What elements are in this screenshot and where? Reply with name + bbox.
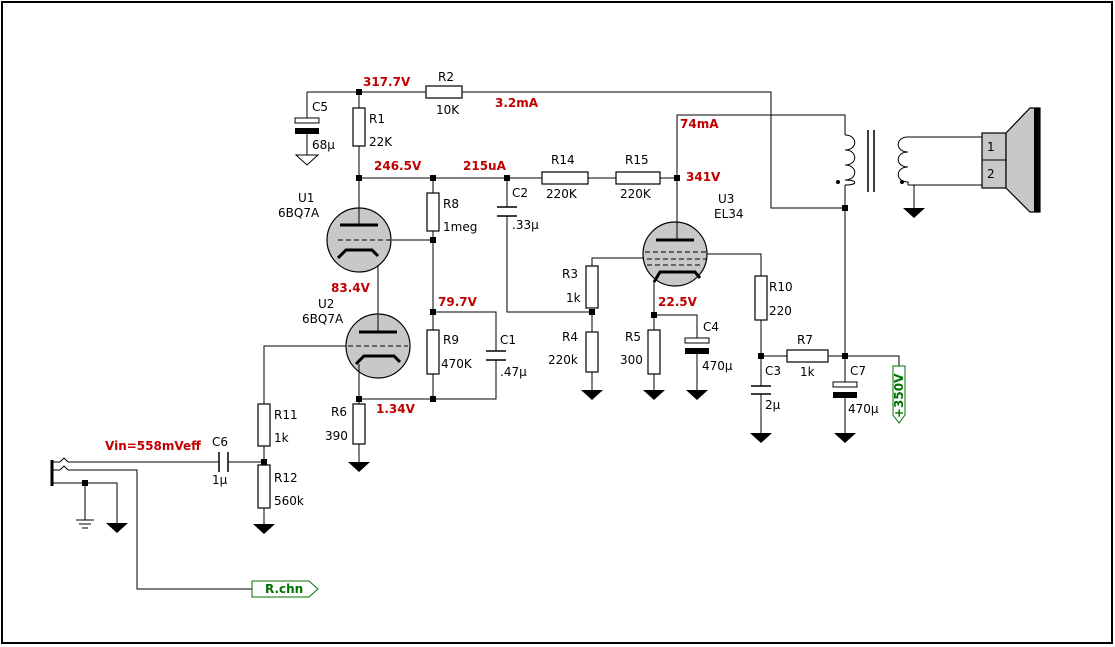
r6-ref: R6	[331, 405, 347, 419]
resistor-r4	[585, 331, 599, 373]
r10-value: 220	[769, 304, 792, 318]
r9-value: 470K	[441, 357, 473, 371]
resistor-r10	[754, 275, 768, 321]
r8-ref: R8	[443, 197, 459, 211]
annotation-v-u2-cathode: 1.34V	[376, 402, 416, 416]
u1-ref: U1	[298, 191, 314, 205]
annotation-i-r2: 3.2mA	[495, 96, 539, 110]
c2-ref: C2	[512, 186, 528, 200]
r10-ref: R10	[769, 280, 793, 294]
component-labels: C5 68µ R1 22K R2 10K R14 220K R15 220K C…	[212, 70, 879, 508]
c4-value: 470µ	[702, 359, 733, 373]
u2-ref: U2	[318, 297, 334, 311]
c1-ref: C1	[500, 333, 516, 347]
resistor-r6	[352, 403, 366, 445]
resistor-r2	[425, 85, 463, 99]
annotation-v-supply: 317.7V	[363, 75, 411, 89]
speaker-pin-2: 2	[987, 167, 995, 181]
resistor-r8	[426, 192, 440, 232]
r1-ref: R1	[369, 112, 385, 126]
r2-ref: R2	[438, 70, 454, 84]
port-supply	[892, 365, 906, 424]
port-right-channel	[251, 580, 319, 598]
u1-value: 6BQ7A	[278, 206, 320, 220]
u3-value: EL34	[714, 207, 744, 221]
r3-value: 1k	[566, 291, 581, 305]
c3-ref: C3	[765, 364, 781, 378]
annotation-v-u1-cathode: 83.4V	[331, 281, 371, 295]
resistor-r1	[352, 107, 366, 147]
r12-ref: R12	[274, 471, 298, 485]
r6-value: 390	[325, 429, 348, 443]
r11-ref: R11	[274, 408, 298, 422]
c2-value: .33µ	[512, 218, 539, 232]
resistor-r7	[786, 349, 829, 363]
r8-value: 1meg	[443, 220, 477, 234]
tube-u1	[326, 207, 392, 273]
annotation-i-u3: 74mA	[680, 117, 719, 131]
resistor-r5	[647, 329, 661, 375]
tube-u3	[642, 215, 708, 295]
annotation-v-u3-grid2: 341V	[686, 170, 721, 184]
r15-ref: R15	[625, 153, 649, 167]
port-supply-label: +350V	[892, 373, 906, 418]
speaker-pin-1: 1	[987, 140, 995, 154]
annotation-v-u2-plate: 79.7V	[438, 295, 478, 309]
output-transformer	[836, 130, 909, 192]
resistor-r12	[257, 464, 271, 509]
c5-ref: C5	[312, 100, 328, 114]
r7-value: 1k	[800, 365, 815, 379]
r12-value: 560k	[274, 494, 304, 508]
u2-value: 6BQ7A	[302, 312, 344, 326]
speaker	[981, 107, 1041, 213]
r15-value: 220K	[620, 187, 652, 201]
c6-ref: C6	[212, 435, 228, 449]
ground-symbols	[76, 154, 925, 534]
resistor-r9	[426, 329, 440, 375]
c6-value: 1µ	[212, 473, 228, 487]
annotation-v-in: Vin=558mVeff	[105, 439, 201, 453]
u3-ref: U3	[718, 192, 734, 206]
junctions	[82, 89, 848, 486]
capacitor-c7	[832, 381, 858, 398]
resistor-r3	[585, 265, 599, 309]
r14-ref: R14	[551, 153, 575, 167]
resistor-r14	[541, 171, 589, 185]
wires	[70, 91, 982, 590]
capacitor-c6	[218, 452, 229, 472]
port-right-channel-label: R.chn	[265, 582, 303, 596]
resistor-r15	[615, 171, 661, 185]
c4-ref: C4	[703, 320, 719, 334]
c1-value: .47µ	[500, 365, 527, 379]
capacitor-c3	[751, 385, 771, 395]
c5-value: 68µ	[312, 138, 335, 152]
c7-value: 470µ	[848, 402, 879, 416]
input-jack	[50, 457, 72, 486]
r9-ref: R9	[443, 333, 459, 347]
capacitor-c5	[294, 117, 320, 134]
r7-ref: R7	[797, 333, 813, 347]
r3-ref: R3	[562, 267, 578, 281]
r4-value: 220k	[548, 353, 578, 367]
capacitor-c4	[684, 337, 710, 354]
r2-value: 10K	[436, 103, 460, 117]
capacitor-c2	[497, 206, 517, 217]
r4-ref: R4	[562, 330, 578, 344]
tube-u2	[345, 313, 411, 379]
annotation-i-div: 215uA	[463, 159, 507, 173]
r11-value: 1k	[274, 431, 289, 445]
r14-value: 220K	[546, 187, 578, 201]
annotation-v-u1-plate: 246.5V	[374, 159, 422, 173]
resistor-r11	[257, 403, 271, 447]
annotation-v-u3-cathode: 22.5V	[658, 295, 698, 309]
c3-value: 2µ	[765, 398, 781, 412]
capacitor-c1	[486, 350, 506, 361]
measurements: 317.7V 3.2mA 246.5V 215uA 341V 74mA 83.4…	[105, 75, 721, 453]
r5-ref: R5	[625, 330, 641, 344]
c7-ref: C7	[850, 364, 866, 378]
r5-value: 300	[620, 353, 643, 367]
r1-value: 22K	[369, 135, 393, 149]
